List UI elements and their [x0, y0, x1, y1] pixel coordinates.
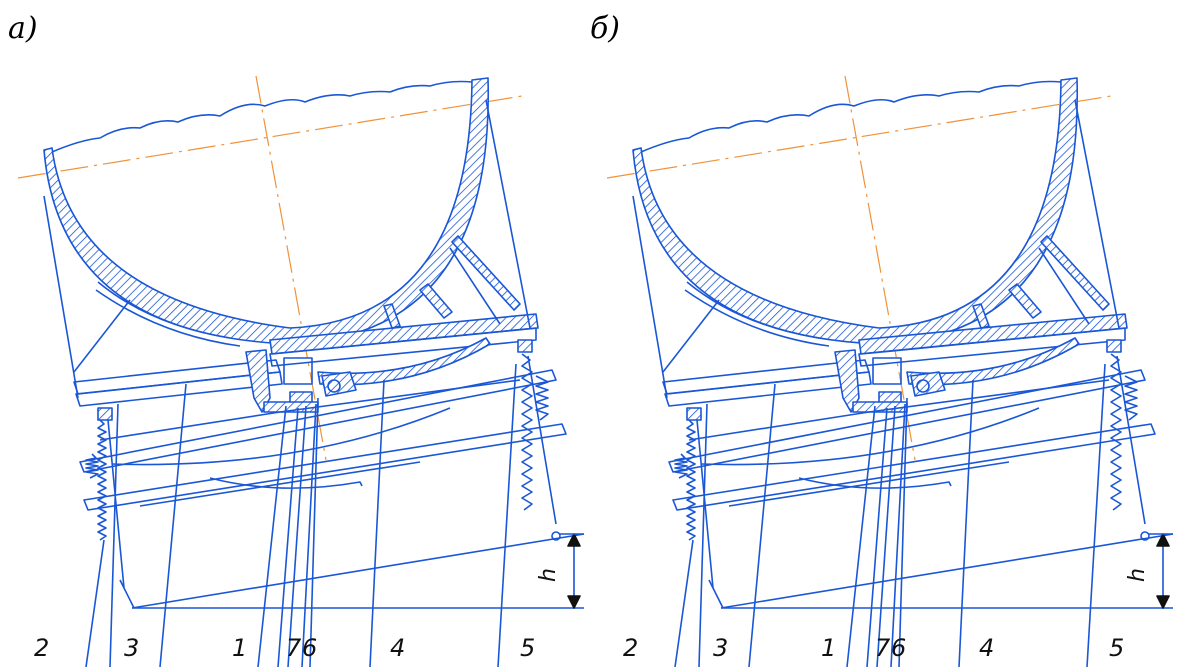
panel-label-b: б) [590, 11, 621, 46]
panel-b [589, 0, 1179, 668]
mechanism-drawing-a [17, 75, 585, 668]
panel-a [0, 0, 590, 668]
panel-label-a: а) [8, 11, 38, 46]
mechanism-drawing-b [606, 75, 1174, 668]
